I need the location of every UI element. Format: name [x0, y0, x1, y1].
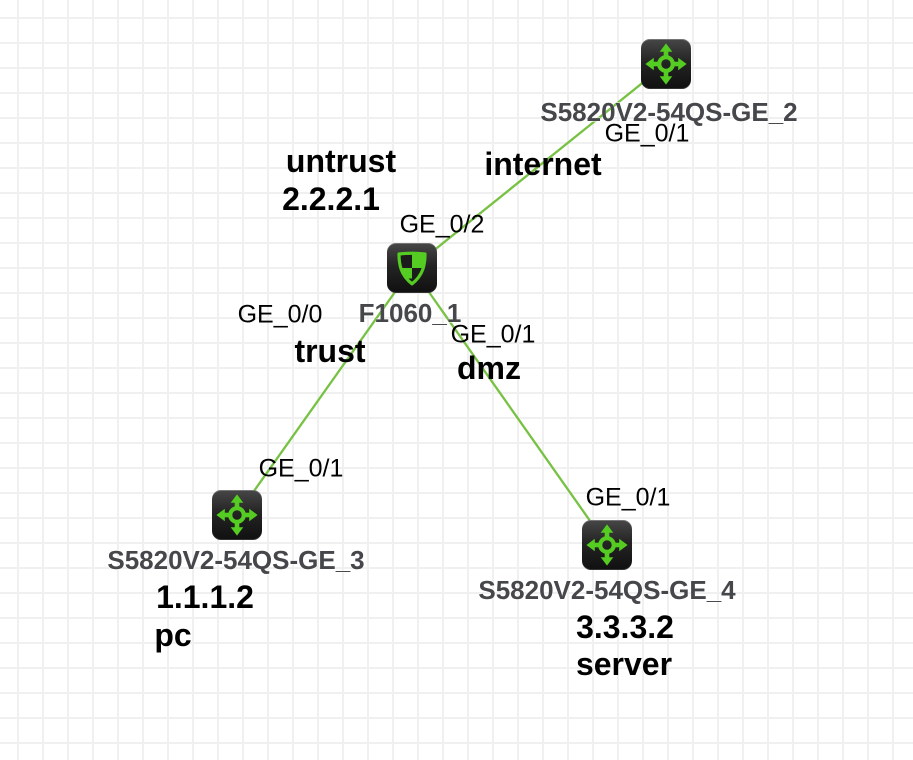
firewall-shield-icon [387, 243, 437, 293]
annotation-internet[interactable]: internet [484, 146, 602, 182]
device-switch-s5820v2-54qs-ge-3[interactable] [212, 490, 262, 540]
device-label-switch-4: S5820V2-54QS-GE_4 [478, 575, 736, 605]
link-internet[interactable] [410, 62, 668, 270]
annotation-server[interactable]: server [575, 646, 673, 682]
switch-icon [641, 39, 691, 89]
annotation-ip-3-3-3-2[interactable]: 3.3.3.2 [576, 609, 674, 645]
annotation-trust-zone[interactable]: trust [294, 333, 366, 369]
device-label-switch-3: S5820V2-54QS-GE_3 [107, 545, 365, 575]
interface-label-switch4-ge-0-1: GE_0/1 [585, 483, 671, 512]
annotation-ip-2-2-2-1[interactable]: 2.2.2.1 [282, 181, 380, 217]
switch-icon [212, 490, 262, 540]
link-trust[interactable] [235, 266, 414, 517]
interface-label-switch3-ge-0-1: GE_0/1 [258, 454, 344, 483]
device-label-firewall-1: F1060_1 [358, 298, 462, 328]
annotation-dmz-zone[interactable]: dmz [457, 350, 521, 386]
link-dmz[interactable] [410, 266, 609, 547]
annotation-pc[interactable]: pc [154, 617, 192, 653]
device-label-switch-2: S5820V2-54QS-GE_2 [540, 97, 798, 127]
interface-label-fw-ge-0-0: GE_0/0 [237, 300, 323, 329]
device-firewall-f1060-1[interactable] [387, 243, 437, 293]
device-switch-s5820v2-54qs-ge-2[interactable] [641, 39, 691, 89]
annotation-untrust-zone[interactable]: untrust [285, 143, 397, 179]
interface-label-fw-ge-0-2: GE_0/2 [399, 210, 485, 239]
annotation-ip-1-1-1-2[interactable]: 1.1.1.2 [156, 579, 254, 615]
device-switch-s5820v2-54qs-ge-4[interactable] [582, 520, 632, 570]
interface-label-fw-ge-0-1: GE_0/1 [450, 320, 536, 349]
switch-icon [582, 520, 632, 570]
interface-label-switch2-ge-0-1: GE_0/1 [604, 119, 690, 148]
